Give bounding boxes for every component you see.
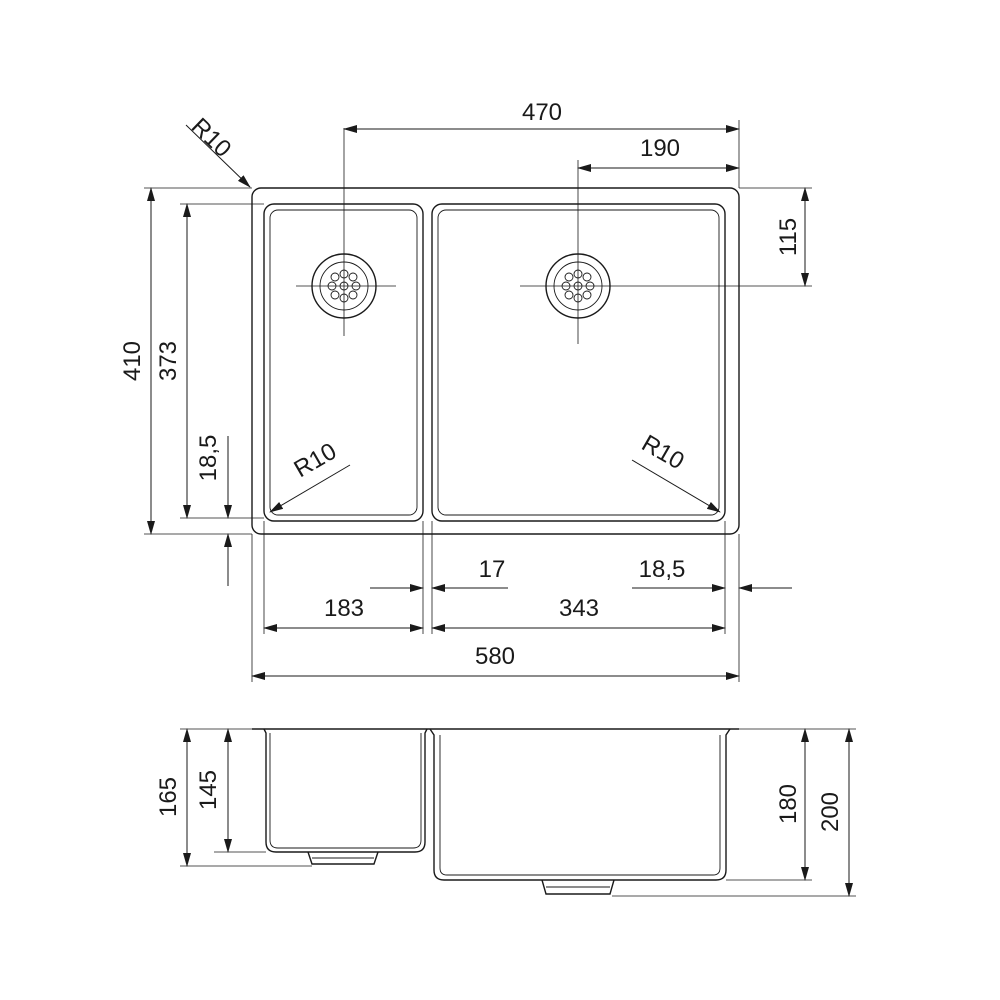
dim-label-200: 200 [817,792,844,832]
right-drain [520,160,812,344]
left-drain-bottom [307,851,379,865]
left-drain [296,128,396,336]
dim-label-115: 115 [775,218,802,256]
left-bowl-outline [263,203,424,522]
side-view: 165 145 180 200 [155,728,856,897]
left-bowl-inner-edge [269,209,418,516]
dim-label-18-5-vertical: 18,5 [195,435,222,482]
dim-label-373: 373 [155,341,182,381]
dim-label-343: 343 [559,595,599,622]
right-bowl-outline [431,203,726,522]
right-bowl-inner-edge [437,209,720,516]
radius-label-left-bowl: R10 [290,438,342,483]
radius-label-right-bowl: R10 [637,430,689,475]
dim-label-18-5-horizontal: 18,5 [639,556,686,583]
radius-leader-left-bowl [269,464,351,513]
radius-label-top: R10 [186,113,236,163]
right-drain-bottom [541,879,615,895]
dim-label-580: 580 [475,643,515,670]
radius-leader-top [185,124,251,188]
dim-label-190: 190 [640,135,680,162]
dim-label-165: 165 [155,777,182,817]
top-view: R10 R10 R10 470 190 115 410 373 18,5 [119,99,812,682]
sink-outer-outline [251,187,740,535]
dim-label-145: 145 [195,770,222,810]
radius-leader-right-bowl [631,459,721,513]
right-bowl-profile [429,728,731,881]
dim-label-470: 470 [522,99,562,126]
left-bowl-profile [263,728,428,853]
dim-label-183: 183 [324,595,364,622]
dim-label-17: 17 [479,556,506,583]
dim-label-410: 410 [119,341,146,381]
dim-label-180: 180 [775,784,802,824]
